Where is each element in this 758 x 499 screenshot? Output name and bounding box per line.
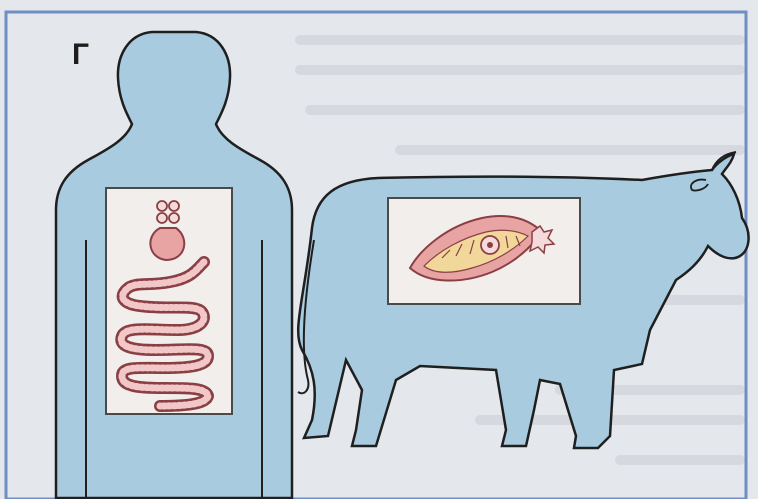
panel-label: Г [72, 38, 89, 72]
liver-fluke-sucker-center-icon [487, 242, 493, 248]
tapeworm-head-sac-icon [150, 228, 184, 260]
